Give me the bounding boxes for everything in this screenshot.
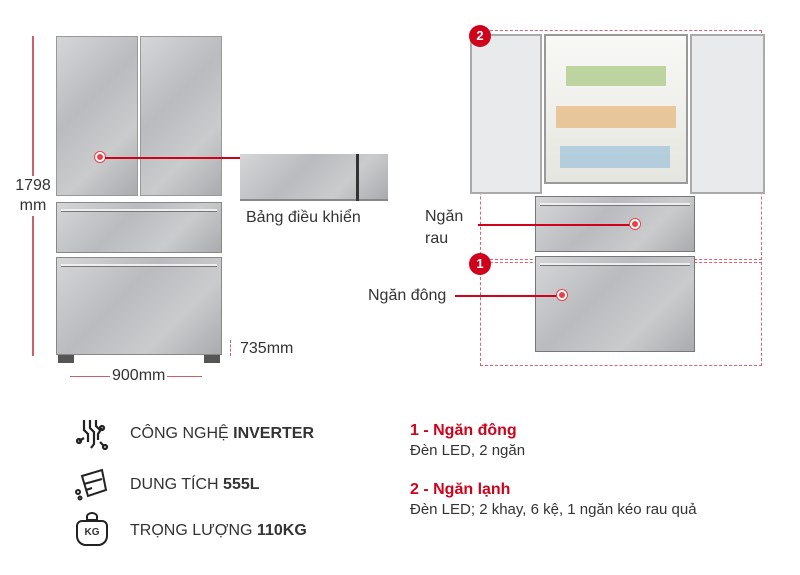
open-right-door	[690, 34, 765, 194]
foot-left	[58, 355, 74, 363]
depth-label: 735mm	[240, 340, 294, 357]
freezer-dot	[557, 290, 567, 300]
lower-drawer	[56, 257, 222, 355]
crisper-dot	[630, 219, 640, 229]
crisper-label: Ngăn rau	[425, 208, 464, 247]
badge-1: 1	[469, 253, 491, 275]
open-left-door	[470, 34, 542, 194]
compartment-fridge: 2 - Ngăn lạnh Đèn LED; 2 khay, 6 kệ, 1 n…	[410, 480, 720, 520]
control-panel-inset	[240, 154, 388, 201]
left-door	[56, 36, 138, 196]
freezer-label: Ngăn đông	[368, 287, 447, 304]
upper-drawer	[56, 202, 222, 253]
control-panel-label: Bảng điều khiển	[246, 209, 361, 226]
depth-marker	[230, 340, 231, 356]
compartment-desc: Đèn LED, 2 ngăn	[410, 442, 526, 459]
callout-line	[105, 157, 283, 159]
freezer-line	[455, 295, 560, 297]
badge-2: 2	[469, 25, 491, 47]
control-panel-dot	[95, 152, 105, 162]
fridge-closed	[56, 36, 222, 366]
weight-kg-icon: KG	[76, 512, 108, 546]
interior	[544, 34, 688, 184]
foot-right	[204, 355, 220, 363]
right-door	[140, 36, 222, 196]
compartment-title: 2 - Ngăn lạnh	[410, 481, 511, 498]
freezer-drawer	[535, 256, 695, 352]
capacity-icon	[75, 468, 108, 501]
compartment-title: 1 - Ngăn đông	[410, 422, 517, 439]
compartment-desc: Đèn LED; 2 khay, 6 kệ, 1 ngăn kéo rau qu…	[410, 501, 697, 518]
dimension-width-label: 900mm	[110, 367, 168, 385]
crisper-line	[478, 224, 633, 226]
dimension-height-label: 1798 mm	[8, 176, 58, 216]
inverter-chip-icon	[76, 420, 109, 451]
fridge-open	[470, 30, 765, 360]
compartment-freezer: 1 - Ngăn đông Đèn LED, 2 ngăn	[410, 421, 740, 461]
